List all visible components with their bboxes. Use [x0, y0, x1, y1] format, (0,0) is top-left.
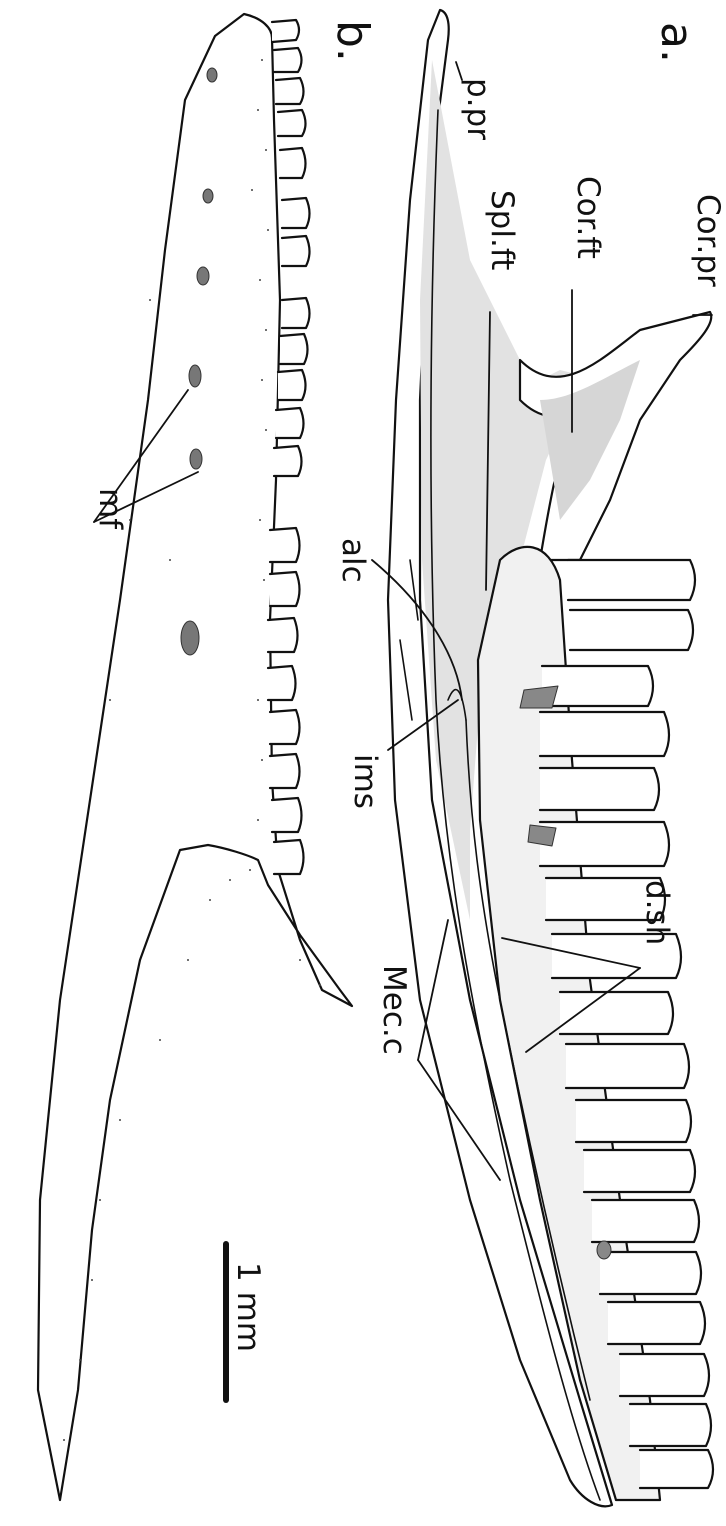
scale-bar-label: 1 mm — [230, 1262, 266, 1352]
panel-b-jaw — [38, 14, 352, 1500]
panel-b-label: b. — [327, 20, 378, 62]
panel-a-label: a. — [651, 22, 702, 63]
label-cor-pr: Cor.pr — [690, 194, 726, 287]
label-mec-c: Mec.c — [376, 965, 412, 1055]
label-alc: alc — [335, 538, 371, 583]
label-ims: ims — [347, 754, 383, 809]
panel-a-jaw — [388, 10, 713, 1506]
label-mf: mf — [92, 488, 128, 529]
label-spl-ft: Spl.ft — [484, 190, 520, 270]
label-d-sh: d.sh — [639, 880, 675, 945]
label-p-pr: p.pr — [460, 78, 496, 140]
label-cor-ft: Cor.ft — [570, 176, 606, 259]
